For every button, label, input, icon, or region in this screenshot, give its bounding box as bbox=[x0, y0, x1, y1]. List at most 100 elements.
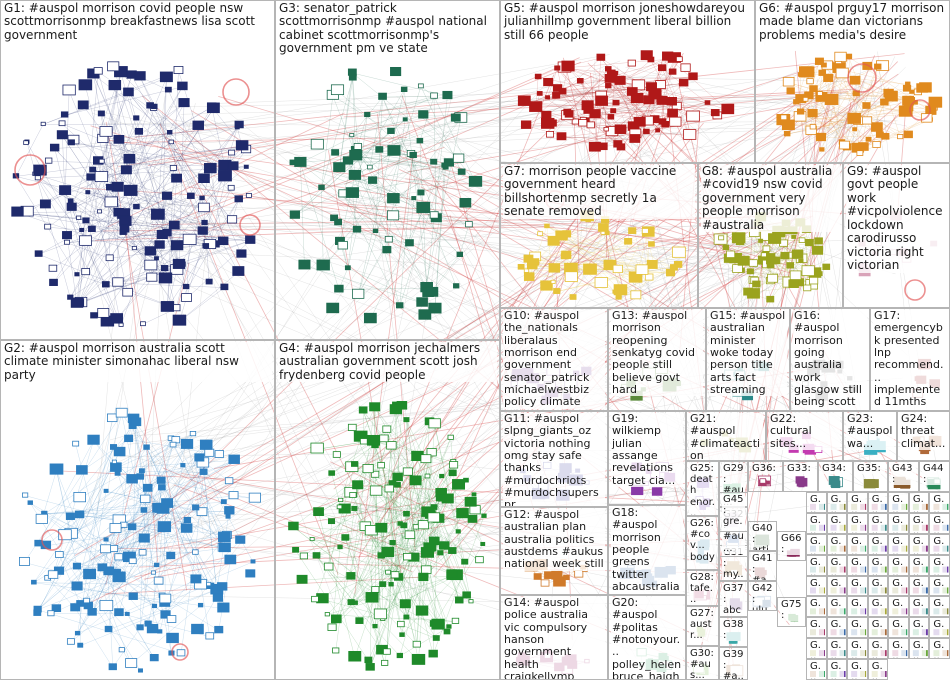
group-label: G34: bbox=[821, 463, 850, 474]
group-panel-g25: G25: death enor... loss... bbox=[686, 461, 719, 516]
group-panel-g14: G14: #auspol police australia vic compul… bbox=[500, 595, 608, 680]
small-group-panel: G... bbox=[847, 659, 868, 680]
group-label: G... bbox=[809, 598, 824, 617]
group-panel-g24: G24: threat climat... bbox=[897, 411, 950, 461]
group-panel-g20: G20: #auspol #politas #notonyour... poll… bbox=[608, 595, 686, 680]
group-label: G... bbox=[932, 557, 947, 576]
group-label: G17: emergencybk presented lnp recommend… bbox=[873, 310, 947, 411]
small-group-panel: G... bbox=[806, 555, 827, 576]
group-label: G7: morrison people vaccine government h… bbox=[503, 165, 695, 219]
small-group-panel: G... bbox=[868, 534, 889, 555]
group-panel-g35: G35: bbox=[853, 461, 888, 492]
group-label: G... bbox=[891, 536, 906, 555]
small-group-panel: G... bbox=[827, 555, 848, 576]
group-label: G39: #a... bbox=[722, 649, 745, 680]
small-group-panel: G... bbox=[929, 555, 950, 576]
small-group-panel: G... bbox=[909, 534, 930, 555]
group-label: G... bbox=[850, 598, 865, 617]
group-panel-g28: G28: tafe... bbox=[686, 570, 719, 606]
group-label: G30: #aus... bbox=[689, 648, 716, 680]
group-label: G... bbox=[809, 557, 824, 576]
group-label: G66: bbox=[780, 533, 803, 555]
group-label: G... bbox=[830, 494, 845, 513]
group-label: G75: bbox=[780, 599, 803, 621]
group-label: G... bbox=[830, 661, 845, 680]
group-panel-g7: G7: morrison people vaccine government h… bbox=[500, 163, 698, 308]
small-group-panel: G... bbox=[909, 492, 930, 513]
group-label: G38: bbox=[722, 619, 745, 641]
group-panel-g37: G37: abc... bbox=[719, 581, 748, 617]
group-panel-g6: G6: #auspol prguy17 morrison made blame … bbox=[755, 0, 950, 163]
small-group-panel: G... bbox=[827, 492, 848, 513]
group-label: G... bbox=[830, 598, 845, 617]
group-label: G... bbox=[830, 640, 845, 659]
group-label: G... bbox=[871, 557, 886, 576]
group-label: G... bbox=[891, 640, 906, 659]
small-group-panel: G... bbox=[806, 492, 827, 513]
group-label: G... bbox=[871, 494, 886, 513]
group-panel-g18: G18: #auspol morrison people greens twit… bbox=[608, 505, 686, 595]
group-label: G... bbox=[871, 640, 886, 659]
group-panel-g5: G5: #auspol morrison joneshowdareyou jul… bbox=[500, 0, 755, 163]
group-label: G10: #auspol the_nationals liberalaus mo… bbox=[503, 310, 605, 409]
small-group-panel: G... bbox=[929, 638, 950, 659]
small-group-panel: G... bbox=[827, 534, 848, 555]
small-group-panel: G... bbox=[909, 596, 930, 617]
group-label: G42: ulu... bbox=[751, 583, 774, 611]
small-group-panel: G... bbox=[806, 638, 827, 659]
group-panel-g42: G42: ulu... bbox=[748, 581, 777, 611]
small-group-panel: G... bbox=[827, 576, 848, 597]
group-label: G... bbox=[850, 557, 865, 576]
group-label: G... bbox=[830, 515, 845, 534]
group-label: G37: abc... bbox=[722, 583, 745, 617]
small-group-panel: G... bbox=[868, 492, 889, 513]
group-label: G... bbox=[871, 661, 886, 680]
group-label: G20: #auspol #politas #notonyour... poll… bbox=[611, 597, 683, 680]
group-label: G... bbox=[850, 640, 865, 659]
group-label: G... bbox=[830, 578, 845, 597]
group-panel-g12: G12: #auspol australian plan australia p… bbox=[500, 507, 608, 595]
group-label: G6: #auspol prguy17 morrison made blame … bbox=[758, 2, 947, 42]
group-panel-g11: G11: #auspol slpng_giants_oz victoria no… bbox=[500, 411, 608, 507]
group-label: G... bbox=[850, 494, 865, 513]
group-label: G13: #auspol morrison reopening senkatyg… bbox=[611, 310, 703, 396]
group-panel-g3: G3: senator_patrick scottmorrisonmp #aus… bbox=[275, 0, 500, 340]
group-panel-g2: G2: #auspol morrison australia scott cli… bbox=[0, 340, 275, 680]
small-group-panel: G... bbox=[888, 492, 909, 513]
small-group-panel: G... bbox=[909, 638, 930, 659]
small-group-panel: G... bbox=[847, 617, 868, 638]
small-group-panel: G... bbox=[847, 576, 868, 597]
group-panel-g30: G30: #aus... bbox=[686, 646, 719, 680]
group-label: G23: #auspol wa... bbox=[846, 413, 894, 450]
group-label: G... bbox=[891, 515, 906, 534]
group-label: G18: #auspol morrison people greens twit… bbox=[611, 507, 683, 595]
group-label: G... bbox=[850, 578, 865, 597]
group-label: G... bbox=[912, 536, 927, 555]
small-group-panel: G... bbox=[929, 534, 950, 555]
small-group-panel: G... bbox=[827, 596, 848, 617]
small-group-panel: G... bbox=[929, 617, 950, 638]
group-label: G5: #auspol morrison joneshowdareyou jul… bbox=[503, 2, 752, 42]
group-panel-g17: G17: emergencybk presented lnp recommend… bbox=[870, 308, 950, 411]
group-panel-g26: G26: #cov... body... bbox=[686, 516, 719, 570]
group-label: G... bbox=[912, 557, 927, 576]
small-group-panel: G... bbox=[929, 576, 950, 597]
group-label: G... bbox=[809, 515, 824, 534]
group-panel-g21: G21: #auspol #climateaction #climatecris… bbox=[686, 411, 766, 461]
group-label: G3: senator_patrick scottmorrisonmp #aus… bbox=[278, 2, 497, 56]
group-panel-g44: G44: bbox=[919, 461, 950, 492]
small-group-panel: G... bbox=[888, 513, 909, 534]
group-panel-g66: G66: bbox=[777, 531, 806, 561]
small-group-panel: G... bbox=[806, 513, 827, 534]
group-panel-g19: G19: wilkiemp julian assange revelations… bbox=[608, 411, 686, 505]
small-group-panel: G... bbox=[847, 555, 868, 576]
group-label: G22: cultural sites... bbox=[769, 413, 840, 450]
group-label: G... bbox=[871, 598, 886, 617]
group-panel-g40: G40: arti... bbox=[748, 521, 777, 551]
small-group-panel: G... bbox=[827, 617, 848, 638]
group-label: G36: bbox=[751, 463, 780, 474]
small-group-panel: G... bbox=[806, 659, 827, 680]
group-label: G... bbox=[809, 640, 824, 659]
small-group-panel: G... bbox=[847, 492, 868, 513]
group-label: G... bbox=[871, 515, 886, 534]
